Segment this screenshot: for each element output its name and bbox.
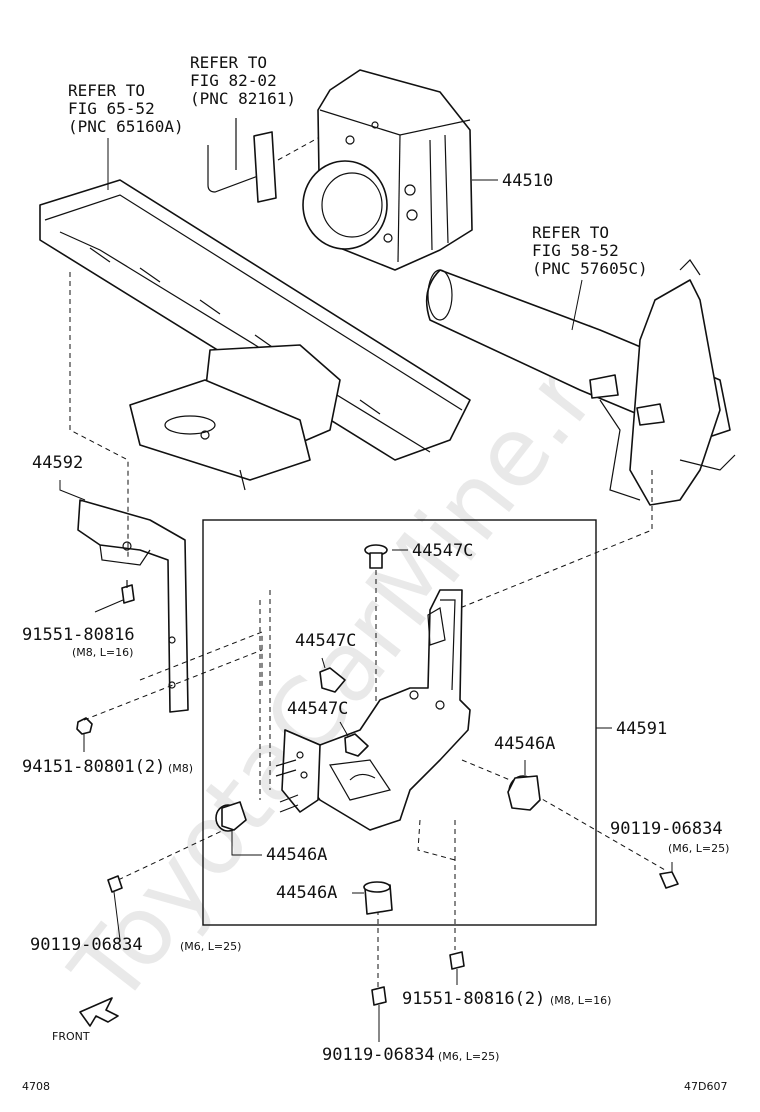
label-44510: 44510 xyxy=(502,171,553,191)
ref-fig58-line2: FIG 58-52 xyxy=(532,241,619,260)
bracket-44591 xyxy=(275,589,471,831)
label-44547c-3: 44547C xyxy=(287,699,348,719)
ref-fig58-line3: (PNC 57605C) xyxy=(532,259,648,278)
guide-lines xyxy=(69,272,666,995)
label-91551-upper-spec: (M8, L=16) xyxy=(72,646,133,659)
ref-fig65: REFER TO FIG 65-52 (PNC 65160A) xyxy=(68,81,184,136)
label-90119-right: 90119-06834 xyxy=(610,819,723,839)
label-90119-bottom-spec: (M6, L=25) xyxy=(438,1050,499,1063)
label-44591: 44591 xyxy=(616,719,667,739)
front-label: FRONT xyxy=(52,1030,90,1043)
cushion-bottom xyxy=(352,881,393,915)
bolt-44547c-mid xyxy=(319,657,346,693)
bolt-44547c-low xyxy=(339,721,369,757)
frame-rail xyxy=(39,179,471,491)
label-91551-upper: 91551-80816 xyxy=(22,625,135,645)
label-44546a-2: 44546A xyxy=(266,845,327,865)
abs-actuator xyxy=(302,69,498,271)
ref-fig82-line1: REFER TO xyxy=(190,53,267,72)
ref-fig65-line3: (PNC 65160A) xyxy=(68,117,184,136)
footer-left-code: 4708 xyxy=(22,1080,50,1093)
label-44547c-1: 44547C xyxy=(412,541,473,561)
cross-member xyxy=(425,259,736,506)
assembly-frame xyxy=(202,519,597,926)
label-91551-lower: 91551-80816(2) xyxy=(402,989,545,1009)
label-90119-bottom: 90119-06834 xyxy=(322,1045,435,1065)
cushion-left xyxy=(215,801,262,856)
bolt-90119-left xyxy=(107,875,123,941)
label-90119-left: 90119-06834 xyxy=(30,935,143,955)
brake-pipe xyxy=(207,118,319,203)
label-44547c-2: 44547C xyxy=(295,631,356,651)
label-44592: 44592 xyxy=(32,453,83,473)
label-94151: 94151-80801(2) xyxy=(22,757,165,777)
ref-fig82: REFER TO FIG 82-02 (PNC 82161) xyxy=(190,53,296,108)
nut-94151 xyxy=(76,717,93,752)
label-90119-right-spec: (M6, L=25) xyxy=(668,842,729,855)
bolt-90119-right xyxy=(659,862,679,889)
ref-fig65-line1: REFER TO xyxy=(68,81,145,100)
bolt-90119-bottom xyxy=(371,986,387,1042)
label-90119-left-spec: (M6, L=25) xyxy=(180,940,241,953)
bolt-91551-upper xyxy=(94,580,135,613)
label-91551-lower-spec: (M8, L=16) xyxy=(550,994,611,1007)
ref-fig58: REFER TO FIG 58-52 (PNC 57605C) xyxy=(532,223,648,278)
ref-fig58-line1: REFER TO xyxy=(532,223,609,242)
ref-fig65-line2: FIG 65-52 xyxy=(68,99,155,118)
bolt-91551-lower xyxy=(449,951,465,985)
bracket-44592 xyxy=(59,480,189,713)
ref-fig82-line3: (PNC 82161) xyxy=(190,89,296,108)
label-94151-spec: (M8) xyxy=(168,762,193,775)
front-arrow-icon xyxy=(79,997,119,1027)
bolt-44547c-top xyxy=(364,544,408,569)
footer-right-code: 47D607 xyxy=(684,1080,727,1093)
label-44546a-1: 44546A xyxy=(494,734,555,754)
ref-fig82-line2: FIG 82-02 xyxy=(190,71,277,90)
label-44546a-3: 44546A xyxy=(276,883,337,903)
cushion-right xyxy=(507,760,541,811)
